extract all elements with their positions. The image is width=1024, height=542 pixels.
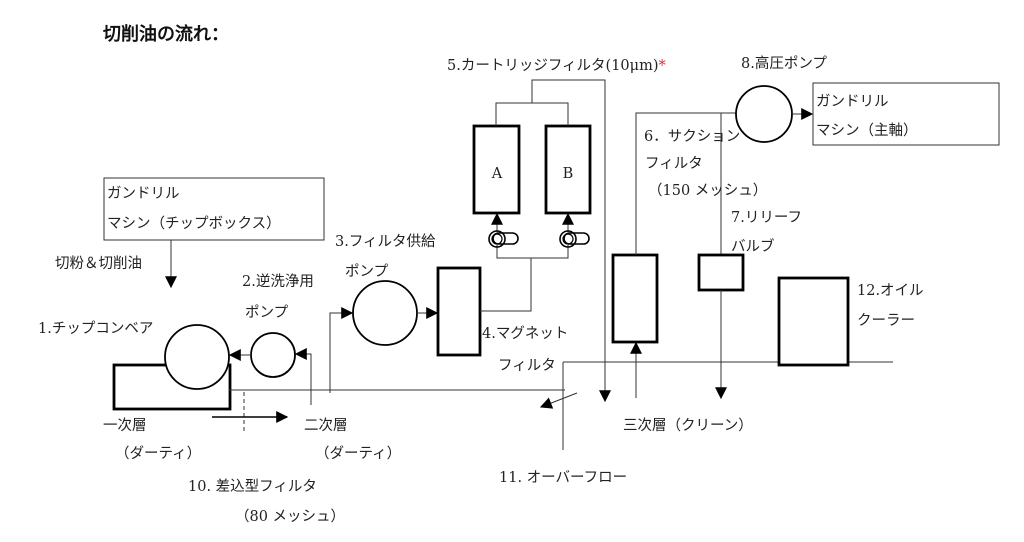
- cartridge-a-label: A: [491, 166, 503, 182]
- spindle-machine-line2: マシン（主軸）: [816, 122, 918, 139]
- chips-label: 切粉＆切削油: [55, 255, 142, 272]
- conveyor-label: 1.チップコンベア: [38, 320, 153, 337]
- cartridge-filter-a: [472, 124, 521, 215]
- chip-machine-line2: マシン（チップボックス）: [107, 215, 281, 232]
- feed-pump-line2: ポンプ: [345, 263, 389, 280]
- backwash-pump: [250, 332, 296, 378]
- chip-machine-line1: ガンドリル: [107, 185, 180, 202]
- feed-pump-line1: 3.フィルタ供給: [335, 233, 436, 250]
- suction-filter-line2: フィルタ: [645, 155, 703, 172]
- magnet-filter-line2: フィルタ: [498, 357, 556, 374]
- suction-outlet-line: [635, 112, 736, 255]
- valve-a-icon[interactable]: [488, 230, 519, 248]
- diagram-title: 切削油の流れ：: [103, 23, 229, 45]
- oil-cooler-line2: クーラー: [857, 312, 915, 329]
- tertiary-tank-label: 三次層（クリーン）: [623, 417, 753, 434]
- plug-filter-line2: （80 メッシュ）: [235, 508, 345, 525]
- chip-box-machine-box: [103, 177, 325, 241]
- high-pressure-pump-label: 8.高圧ポンプ: [741, 55, 827, 72]
- relief-valve-line2: バルブ: [731, 237, 775, 255]
- high-pressure-pump: [735, 85, 793, 143]
- suction-filter-line3: （150 メッシュ）: [648, 182, 767, 199]
- valve-b-icon[interactable]: [559, 230, 590, 248]
- magnet-filter: [436, 266, 482, 357]
- cartridge-outlet-manifold: [495, 102, 569, 126]
- backwash-pump-line2: ポンプ: [245, 304, 289, 321]
- suction-filter: [611, 253, 659, 344]
- feed-suction-line: [329, 307, 354, 393]
- secondary-tank-line1: 二次層: [304, 417, 348, 434]
- backwash-suction-line: [294, 348, 312, 405]
- spindle-machine-box: [812, 82, 1000, 146]
- feed-pump: [352, 280, 418, 346]
- plug-filter-line1: 10. 差込型フィルタ: [188, 478, 317, 495]
- magnet-outlet-line: [480, 258, 532, 312]
- backwash-pump-line1: 2.逆洗浄用: [242, 273, 314, 290]
- magnet-filter-line1: 4.マグネット: [482, 325, 568, 342]
- oil-cooler-line1: 12.オイル: [857, 283, 924, 299]
- spindle-machine-line1: ガンドリル: [816, 93, 889, 110]
- relief-valve-line1: 7.リリーフ: [731, 210, 802, 226]
- overflow-arrow: [539, 392, 578, 409]
- relief-valve: [697, 253, 745, 292]
- secondary-tank-line2: （ダーティ）: [315, 445, 401, 462]
- cartridge-inlet-manifold: [496, 245, 569, 259]
- primary-tank-line2: （ダーティ）: [115, 445, 201, 462]
- cartridge-return-line: [531, 79, 611, 403]
- oil-cooler: [777, 276, 850, 367]
- cartridge-filter-b: [544, 124, 592, 215]
- overflow-label: 11. オーバーフロー: [499, 470, 627, 486]
- cartridge-filter-label: 5.カートリッジフィルタ(10μm)*: [447, 57, 666, 74]
- suction-filter-line1: 6．サクション: [644, 128, 740, 145]
- cartridge-b-label: B: [563, 166, 574, 182]
- primary-tank-line1: 一次層: [103, 417, 147, 434]
- conveyor-drum: [164, 324, 230, 390]
